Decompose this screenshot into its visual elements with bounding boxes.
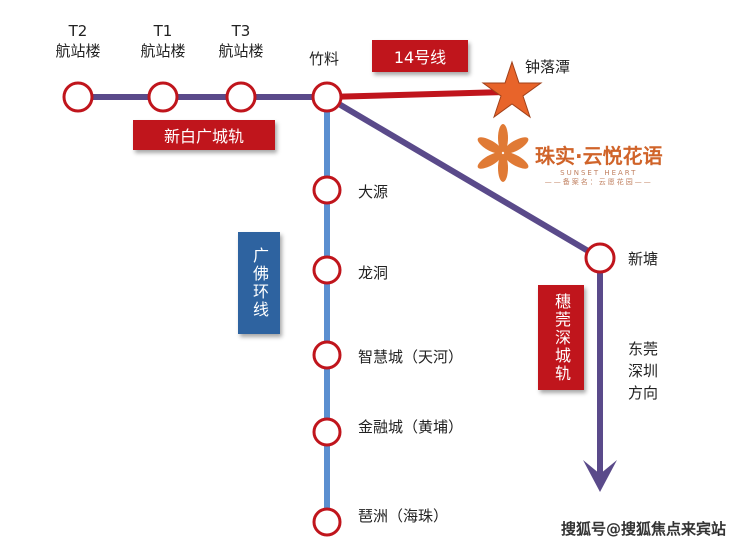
- direction-label: 东莞深圳方向: [628, 340, 659, 402]
- flower-logo-icon: [477, 124, 529, 182]
- star-icon: [481, 60, 543, 119]
- station-label-zhuliao: 竹料: [309, 50, 340, 68]
- station-label-xintang: 新塘: [628, 250, 659, 268]
- guangfo-label: 广佛环线: [238, 232, 280, 334]
- line14-label: 14号线: [372, 40, 468, 72]
- watermark: 搜狐号@搜狐焦点来宾站: [560, 520, 726, 538]
- station-label-jinrongcheng: 金融城（黄埔）: [358, 418, 464, 436]
- station-label-dayuan: 大源: [358, 183, 389, 201]
- station-t3[interactable]: [225, 81, 257, 113]
- suiguan-label: 穗莞深城轨: [538, 285, 584, 390]
- station-label-pazhou: 琶洲（海珠）: [358, 507, 449, 525]
- line14: [326, 89, 506, 100]
- station-zhuliao[interactable]: [311, 81, 343, 113]
- station-label-longdong: 龙洞: [358, 264, 389, 282]
- station-label-zhihuicheng: 智慧城（天河）: [358, 348, 464, 366]
- station-zhihuicheng[interactable]: [312, 340, 342, 370]
- station-jinrongcheng[interactable]: [312, 417, 342, 447]
- station-label-zhongluotan: 钟落潭: [525, 58, 571, 76]
- station-xintang[interactable]: [584, 242, 616, 274]
- station-pazhou[interactable]: [312, 507, 342, 537]
- direction-arrow: [583, 460, 617, 492]
- station-dayuan[interactable]: [312, 175, 342, 205]
- station-t2[interactable]: [62, 81, 94, 113]
- station-longdong[interactable]: [312, 255, 342, 285]
- station-t1[interactable]: [147, 81, 179, 113]
- xinbai-label: 新白广城轨: [133, 120, 275, 150]
